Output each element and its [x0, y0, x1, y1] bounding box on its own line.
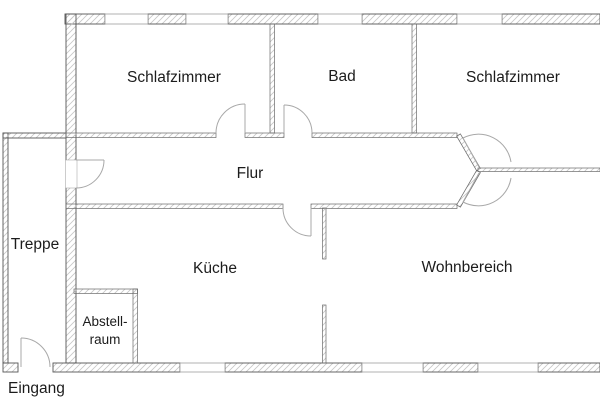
room-label-bad: Bad — [328, 68, 356, 85]
wall-flur-top-segment — [311, 132, 458, 138]
window-top-4 — [456, 13, 503, 25]
windows — [104, 13, 539, 373]
door-arc-kueche — [282, 207, 312, 237]
wall-kueche-wohnbereich-upper — [322, 207, 327, 260]
room-label-treppe: Treppe — [11, 236, 60, 253]
wall-kueche-wohnbereich-lower — [322, 304, 327, 364]
wall-bottom-segment — [224, 362, 363, 373]
window-top-2 — [185, 13, 229, 25]
wall-flur-bottom-segment — [310, 203, 458, 209]
wall-flur-bottom-segment — [65, 203, 284, 209]
door-arc-treppe — [75, 159, 105, 189]
wall-left-main — [65, 13, 77, 364]
window-top-1 — [104, 13, 149, 25]
window-bottom-1 — [179, 362, 226, 373]
exterior-walls — [2, 13, 600, 373]
window-bottom-2 — [361, 362, 424, 373]
door-arc-schlafzimmer-left — [215, 103, 246, 134]
wall-schlafzimmer-bad — [269, 23, 275, 134]
door-leaf-wohnbereich — [462, 172, 480, 203]
room-label-schlafzimmer-left: Schlafzimmer — [127, 69, 221, 86]
room-label-wohnbereich: Wohnbereich — [421, 259, 512, 276]
window-bottom-3 — [477, 362, 539, 373]
wall-top-segment — [147, 13, 187, 25]
interior-walls — [65, 23, 600, 364]
wall-bottom-segment — [537, 362, 600, 373]
wall-abstellraum-top — [73, 288, 138, 294]
wall-top-segment — [361, 13, 458, 25]
wall-top-segment — [227, 13, 319, 25]
wall-treppe-left — [2, 132, 9, 364]
window-top-3 — [317, 13, 363, 25]
door-arc-bad — [283, 104, 313, 134]
wall-bottom-segment — [52, 362, 181, 373]
room-labels: Schlafzimmer Bad Schlafzimmer Flur Trepp… — [8, 68, 560, 397]
wall-bad-schlafzimmer — [411, 23, 417, 134]
wall-flur-angled-lower — [456, 169, 481, 208]
door-arc-wohnbereich — [462, 177, 512, 207]
wall-abstellraum-right — [132, 288, 138, 364]
door-opening-treppe-flur — [65, 159, 78, 189]
door-arc-schlafzimmer-right — [462, 133, 512, 163]
wall-treppe-top — [2, 132, 67, 139]
room-label-abstellraum-line1: Abstell- — [82, 314, 127, 329]
room-label-kueche: Küche — [193, 260, 237, 277]
entrance-label-eingang: Eingang — [8, 380, 65, 397]
wall-bottom-segment — [422, 362, 479, 373]
room-label-abstellraum-line2: raum — [90, 332, 121, 347]
wall-flur-top-segment — [244, 132, 285, 138]
door-leaf-schlafzimmer-right — [462, 137, 480, 168]
door-arc-eingang — [20, 337, 51, 368]
wall-top-segment — [501, 13, 600, 25]
wall-bottom-segment — [2, 362, 19, 373]
doors — [20, 103, 512, 368]
wall-flur-top-segment — [65, 132, 217, 138]
room-label-schlafzimmer-right: Schlafzimmer — [466, 69, 560, 86]
wall-schlafzimmer-wohnbereich — [477, 167, 600, 172]
room-label-flur: Flur — [237, 165, 264, 182]
